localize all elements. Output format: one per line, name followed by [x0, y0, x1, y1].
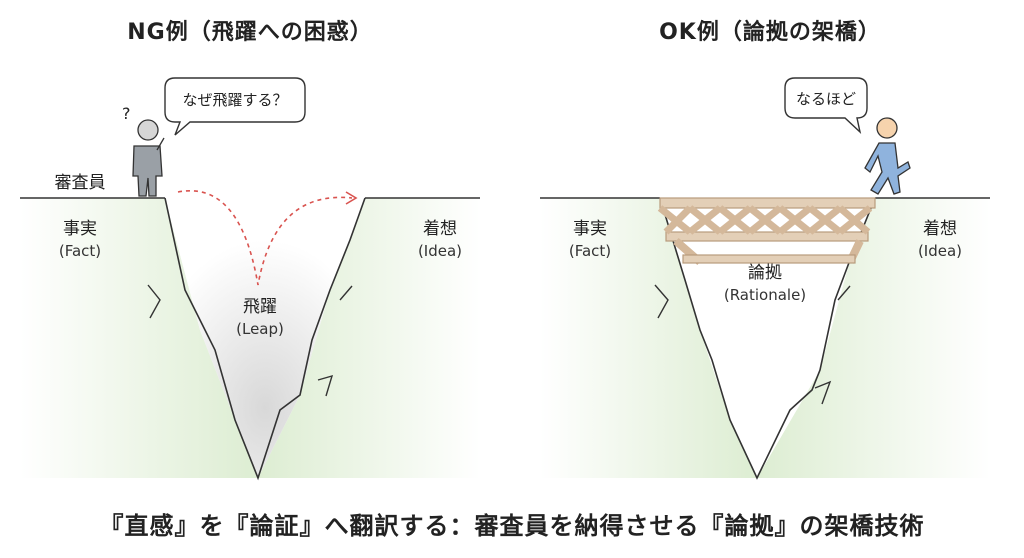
leap-arrow: [177, 190, 353, 286]
ng-speech-text: なぜ飛躍する？: [182, 91, 288, 109]
ng-fact-label: 事実(Fact): [58, 219, 102, 260]
bottom-caption: 『直感』を『論証』へ翻訳する：審査員を納得させる『論拠』の架橋技術: [99, 512, 925, 540]
ng-panel: [20, 77, 480, 481]
rationale-label: 論拠(Rationale): [723, 263, 807, 304]
ok-idea-label: 着想(Idea): [917, 219, 963, 260]
reviewer-label: 審査員: [54, 173, 106, 193]
ng-speech-bubble: [164, 77, 306, 136]
leap-label: 飛躍(Leap): [236, 297, 284, 338]
ng-example-title: NG例（飛躍への困惑）: [127, 20, 373, 45]
question-mark-icon: ?: [122, 104, 131, 123]
ok-example-title: OK例（論拠の架橋）: [659, 20, 881, 45]
ng-idea-label: 着想(Idea): [417, 219, 463, 260]
ok-panel: [540, 77, 990, 480]
ok-fact-label: 事実(Fact): [568, 219, 612, 260]
reviewer-figure: [132, 119, 165, 197]
rationale-bridge: [657, 197, 876, 266]
ok-speech-bubble: [784, 77, 868, 135]
ok-speech-text: なるほど: [795, 90, 856, 108]
walking-figure: [864, 117, 911, 195]
